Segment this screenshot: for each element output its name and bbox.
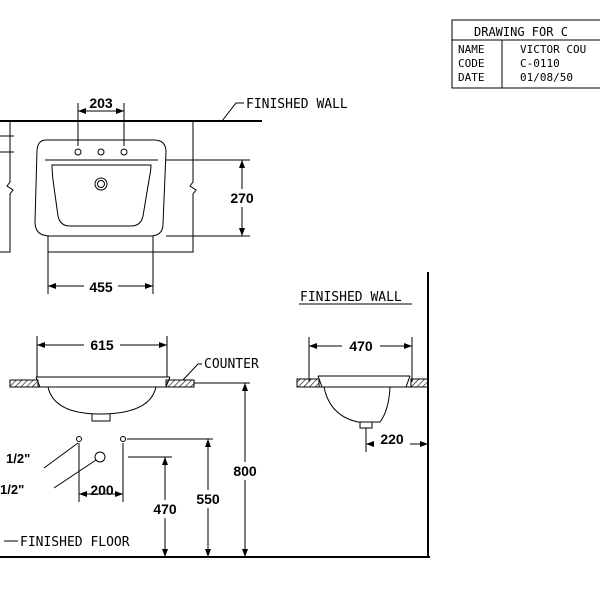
title-block: DRAWING FOR C NAME VICTOR COU CODE C-011… xyxy=(451,19,600,89)
side-view: FINISHED WALL 470 220 xyxy=(296,272,429,557)
supply-drain-point xyxy=(94,451,106,463)
dim-counter-height: 800 xyxy=(233,463,257,479)
dim-basin-depth: 270 xyxy=(230,190,254,206)
floor-label: FINISHED FLOOR xyxy=(20,535,130,550)
tap-hole-right xyxy=(120,148,128,156)
supply-hole-upper-left xyxy=(76,436,82,442)
title-row-label-name: NAME xyxy=(458,43,485,56)
side-counter-right xyxy=(410,378,429,388)
top-wall-label: FINISHED WALL xyxy=(246,97,348,112)
title-row-value-name: VICTOR COU xyxy=(520,43,586,56)
supply-hole-upper-right xyxy=(120,436,126,442)
tap-hole-left xyxy=(74,148,82,156)
title-row-label-date: DATE xyxy=(458,71,485,84)
dim-supply-spacing: 200 xyxy=(90,482,114,498)
dim-supply-height: 470 xyxy=(153,501,177,517)
supply-label-2: 1/2" xyxy=(0,482,24,497)
front-view: 615 COUNTER 1/2" 1/2" 200 FI xyxy=(0,336,430,558)
top-view: FINISHED WALL 203 270 455 xyxy=(0,95,348,295)
counter-label: COUNTER xyxy=(204,357,259,372)
tap-hole-center xyxy=(97,148,105,156)
side-dim-depth: 470 xyxy=(349,338,373,354)
counter-right xyxy=(165,379,195,388)
dim-tap-spacing: 203 xyxy=(89,95,113,111)
side-counter-left xyxy=(296,378,320,388)
drain-hole xyxy=(94,177,108,191)
title-row-label-code: CODE xyxy=(458,57,485,70)
side-basin-bowl xyxy=(323,386,391,423)
basin-bowl-outline xyxy=(51,164,152,227)
side-dim-drain-offset: 220 xyxy=(380,431,404,447)
side-wall-label: FINISHED WALL xyxy=(300,290,402,305)
dim-drain-height: 550 xyxy=(196,491,220,507)
dim-basin-width: 455 xyxy=(89,279,113,295)
counter-left xyxy=(9,379,39,388)
title-row-value-code: C-0110 xyxy=(520,57,560,70)
title-row-value-date: 01/08/50 xyxy=(520,71,573,84)
supply-label-1: 1/2" xyxy=(6,451,30,466)
dim-counter-width: 615 xyxy=(90,337,114,353)
basin-outer-outline xyxy=(34,139,167,237)
side-drain xyxy=(359,422,373,429)
title-block-header: DRAWING FOR C xyxy=(474,25,568,39)
front-drain xyxy=(91,414,111,422)
front-basin-bowl xyxy=(47,386,157,415)
